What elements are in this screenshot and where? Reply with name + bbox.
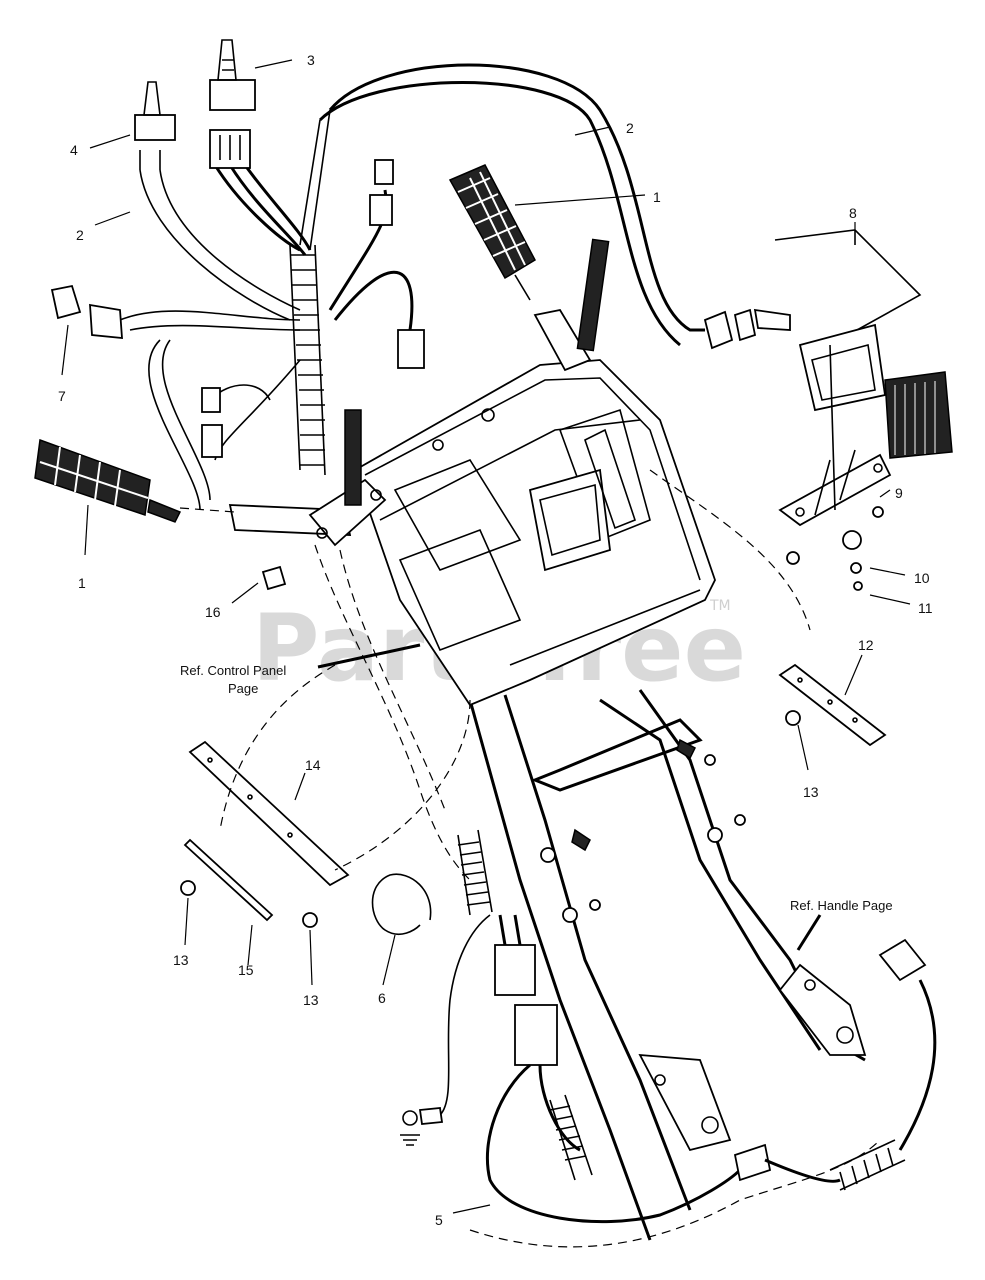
callout-1-grip-left: 1: [78, 575, 86, 591]
plate-12: [778, 663, 887, 747]
callout-1-grip-right: 1: [653, 189, 661, 205]
toggle-switch-3: [209, 39, 256, 169]
wire-harness-lower: [400, 829, 937, 1224]
callout-12-plate: 12: [858, 637, 874, 653]
callout-2-harness-right: 2: [626, 120, 634, 136]
toggle-switch-4: [134, 81, 176, 170]
callout-15-strap: 15: [238, 962, 254, 978]
handle-bars: [228, 238, 610, 547]
callout-8-headlight: 8: [849, 205, 857, 221]
wire-harness-upper: [119, 63, 791, 511]
nut-13-left: [180, 880, 196, 896]
callout-13-nut-right: 13: [803, 784, 819, 800]
callout-16-bolt: 16: [205, 604, 221, 620]
leader-lines: [61, 59, 911, 1214]
ref-handle-page: Ref. Handle Page: [790, 898, 893, 913]
nut-13-right: [785, 710, 801, 726]
ref-control-panel-line2: Page: [228, 681, 258, 696]
callout-13-nut-left: 13: [173, 952, 189, 968]
callout-5-harness-bottom: 5: [435, 1212, 443, 1228]
callout-9-bracket: 9: [895, 485, 903, 501]
clip-7: [50, 284, 123, 340]
callout-14-plate: 14: [305, 757, 321, 773]
watermark-trademark: TM: [709, 598, 731, 614]
callout-3-switch: 3: [307, 52, 315, 68]
callout-7-clip: 7: [58, 388, 66, 404]
callout-11-screw: 11: [918, 600, 933, 616]
ref-control-panel-line1: Ref. Control Panel: [180, 663, 286, 678]
grip-right: [448, 164, 536, 301]
callout-2-harness-left: 2: [76, 227, 84, 243]
callout-13-nut-center: 13: [303, 992, 319, 1008]
callout-4-switch: 4: [70, 142, 78, 158]
control-panel-console: [353, 359, 716, 707]
routing-lines: [219, 469, 881, 1248]
strap-15: [183, 838, 274, 922]
wire-6: [371, 873, 432, 935]
nut-13-center: [302, 912, 318, 928]
handle-frame: [468, 689, 867, 1241]
plate-14: [188, 740, 350, 887]
bolt-16: [261, 565, 287, 591]
headlight-assembly: [774, 229, 953, 591]
callout-10-washer: 10: [914, 570, 930, 586]
callout-6-wire: 6: [378, 990, 386, 1006]
grip-left: [34, 438, 236, 523]
